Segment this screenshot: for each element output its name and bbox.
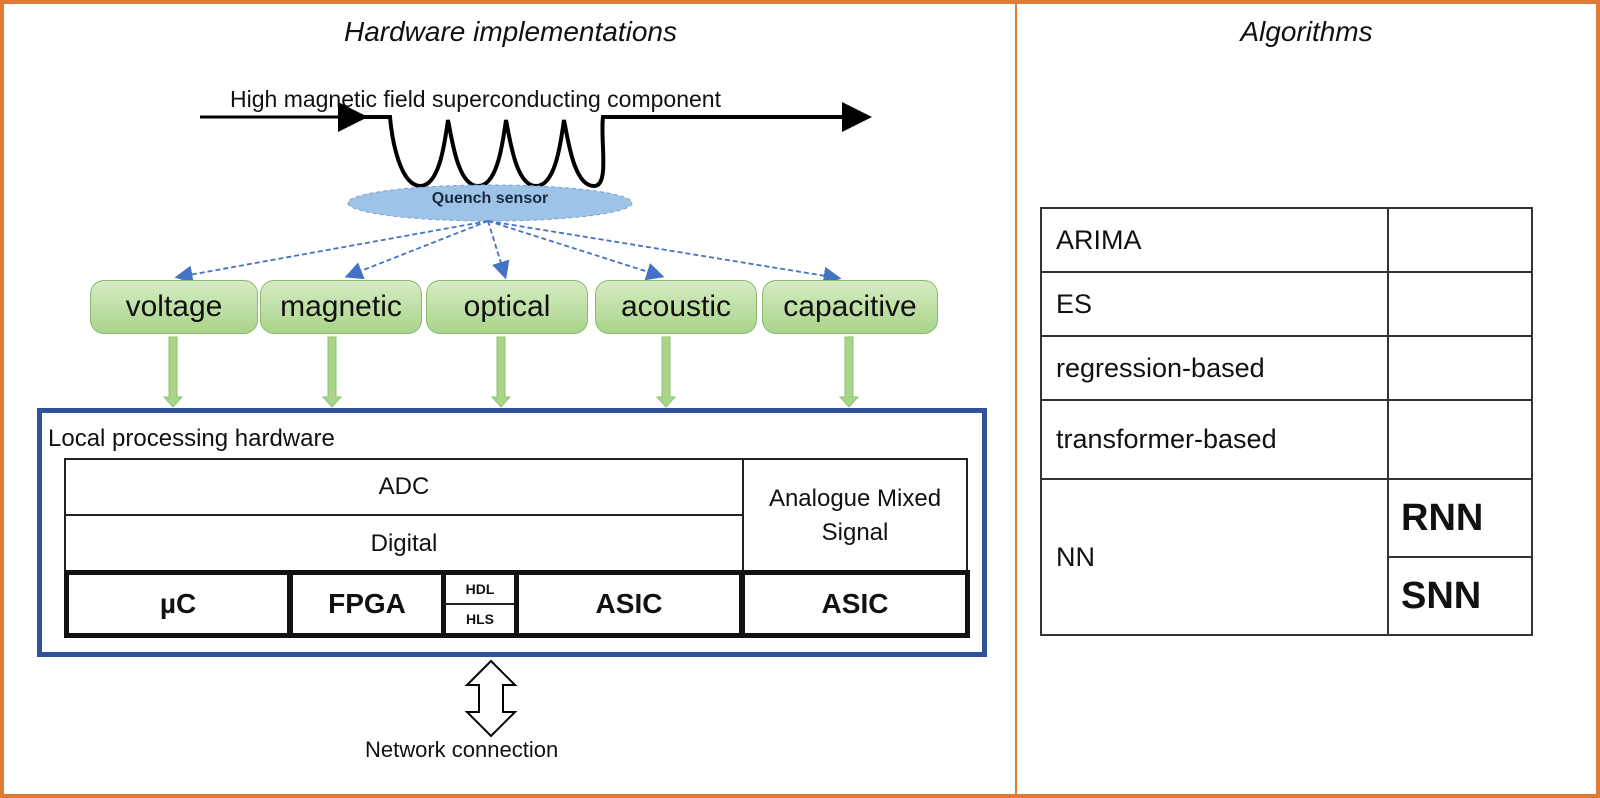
coil [362, 115, 862, 189]
table-row: SNN [1041, 556, 1533, 636]
component-label: High magnetic field superconducting comp… [230, 86, 721, 112]
algorithm-arima-detail [1387, 207, 1533, 273]
algorithms-table: ARIMA ES regression-based transformer-ba… [1040, 207, 1533, 636]
algorithm-regression: regression-based [1040, 335, 1389, 401]
table-row: regression-based [1040, 335, 1533, 401]
local-processing-title: Local processing hardware [48, 425, 335, 452]
green-arrow-magnetic [321, 336, 343, 408]
table-row: transformer-based [1040, 399, 1533, 480]
dashed-arrow-optical [487, 220, 510, 280]
analogue-cell: Analogue Mixed Signal [742, 458, 968, 574]
table-row: ARIMA [1040, 207, 1533, 273]
sensor-acoustic: acoustic [595, 280, 757, 334]
algorithm-es-detail [1387, 271, 1533, 337]
fpga-cell: FPGA [288, 570, 446, 638]
sensor-magnetic: magnetic [260, 280, 422, 334]
hdl-label: HDL [465, 581, 495, 597]
algorithms-title: Algorithms [1240, 16, 1373, 47]
asic-digital-cell: ASIC [514, 570, 744, 638]
table-row: NN RNN [1040, 478, 1533, 636]
green-arrow-capacitive [838, 336, 860, 408]
dashed-arrow-acoustic [487, 220, 665, 281]
sensor-capacitive-label: capacitive [783, 290, 917, 323]
algorithm-transformer: transformer-based [1040, 399, 1389, 480]
dashed-arrow-capacitive [487, 220, 842, 285]
asic-digital-label: ASIC [595, 588, 663, 619]
sensor-voltage: voltage [90, 280, 258, 334]
asic-analogue-label: ASIC [821, 588, 889, 619]
sensor-capacitive: capacitive [762, 280, 938, 334]
sensor-magnetic-label: magnetic [280, 290, 402, 323]
algorithm-transformer-detail [1387, 399, 1533, 480]
hls-cell: HLS [443, 605, 517, 633]
adc-label: ADC [378, 473, 430, 500]
algorithm-snn: SNN [1387, 556, 1533, 636]
algorithm-arima: ARIMA [1040, 207, 1389, 273]
uc-cell: µC [64, 570, 292, 638]
quench-sensor-label: Quench sensor [431, 190, 549, 207]
hls-label: HLS [466, 611, 494, 627]
hardware-title: Hardware implementations [343, 16, 678, 47]
green-arrow-acoustic [655, 336, 677, 408]
analogue-label: Analogue Mixed Signal [768, 485, 942, 546]
digital-cell: Digital [64, 514, 744, 574]
sensor-optical-label: optical [463, 290, 551, 323]
sensor-voltage-label: voltage [125, 290, 223, 323]
table-row: ES [1040, 271, 1533, 337]
quench-sensor-ellipse [347, 184, 633, 222]
sensor-optical: optical [426, 280, 588, 334]
asic-analogue-cell: ASIC [740, 570, 970, 638]
hdl-cell: HDL [443, 575, 517, 605]
algorithm-regression-detail [1387, 335, 1533, 401]
green-arrow-voltage [162, 336, 184, 408]
algorithm-nn: NN [1040, 478, 1389, 636]
algorithm-rnn: RNN [1387, 478, 1533, 558]
fpga-label: FPGA [328, 588, 406, 619]
digital-label: Digital [370, 530, 438, 557]
dashed-arrow-magnetic [344, 220, 489, 280]
hdl-hls-frame [439, 570, 519, 638]
algorithm-es: ES [1040, 271, 1389, 337]
adc-cell: ADC [64, 458, 744, 516]
dashed-arrow-voltage [174, 220, 489, 284]
network-connection-label: Network connection [365, 737, 559, 762]
green-arrow-optical [490, 336, 512, 408]
local-processing-hardware: Local processing hardware ADC Digital An… [37, 408, 987, 657]
sensor-acoustic-label: acoustic [620, 290, 732, 323]
uc-label: µC [159, 588, 197, 619]
network-double-arrow [464, 659, 518, 738]
